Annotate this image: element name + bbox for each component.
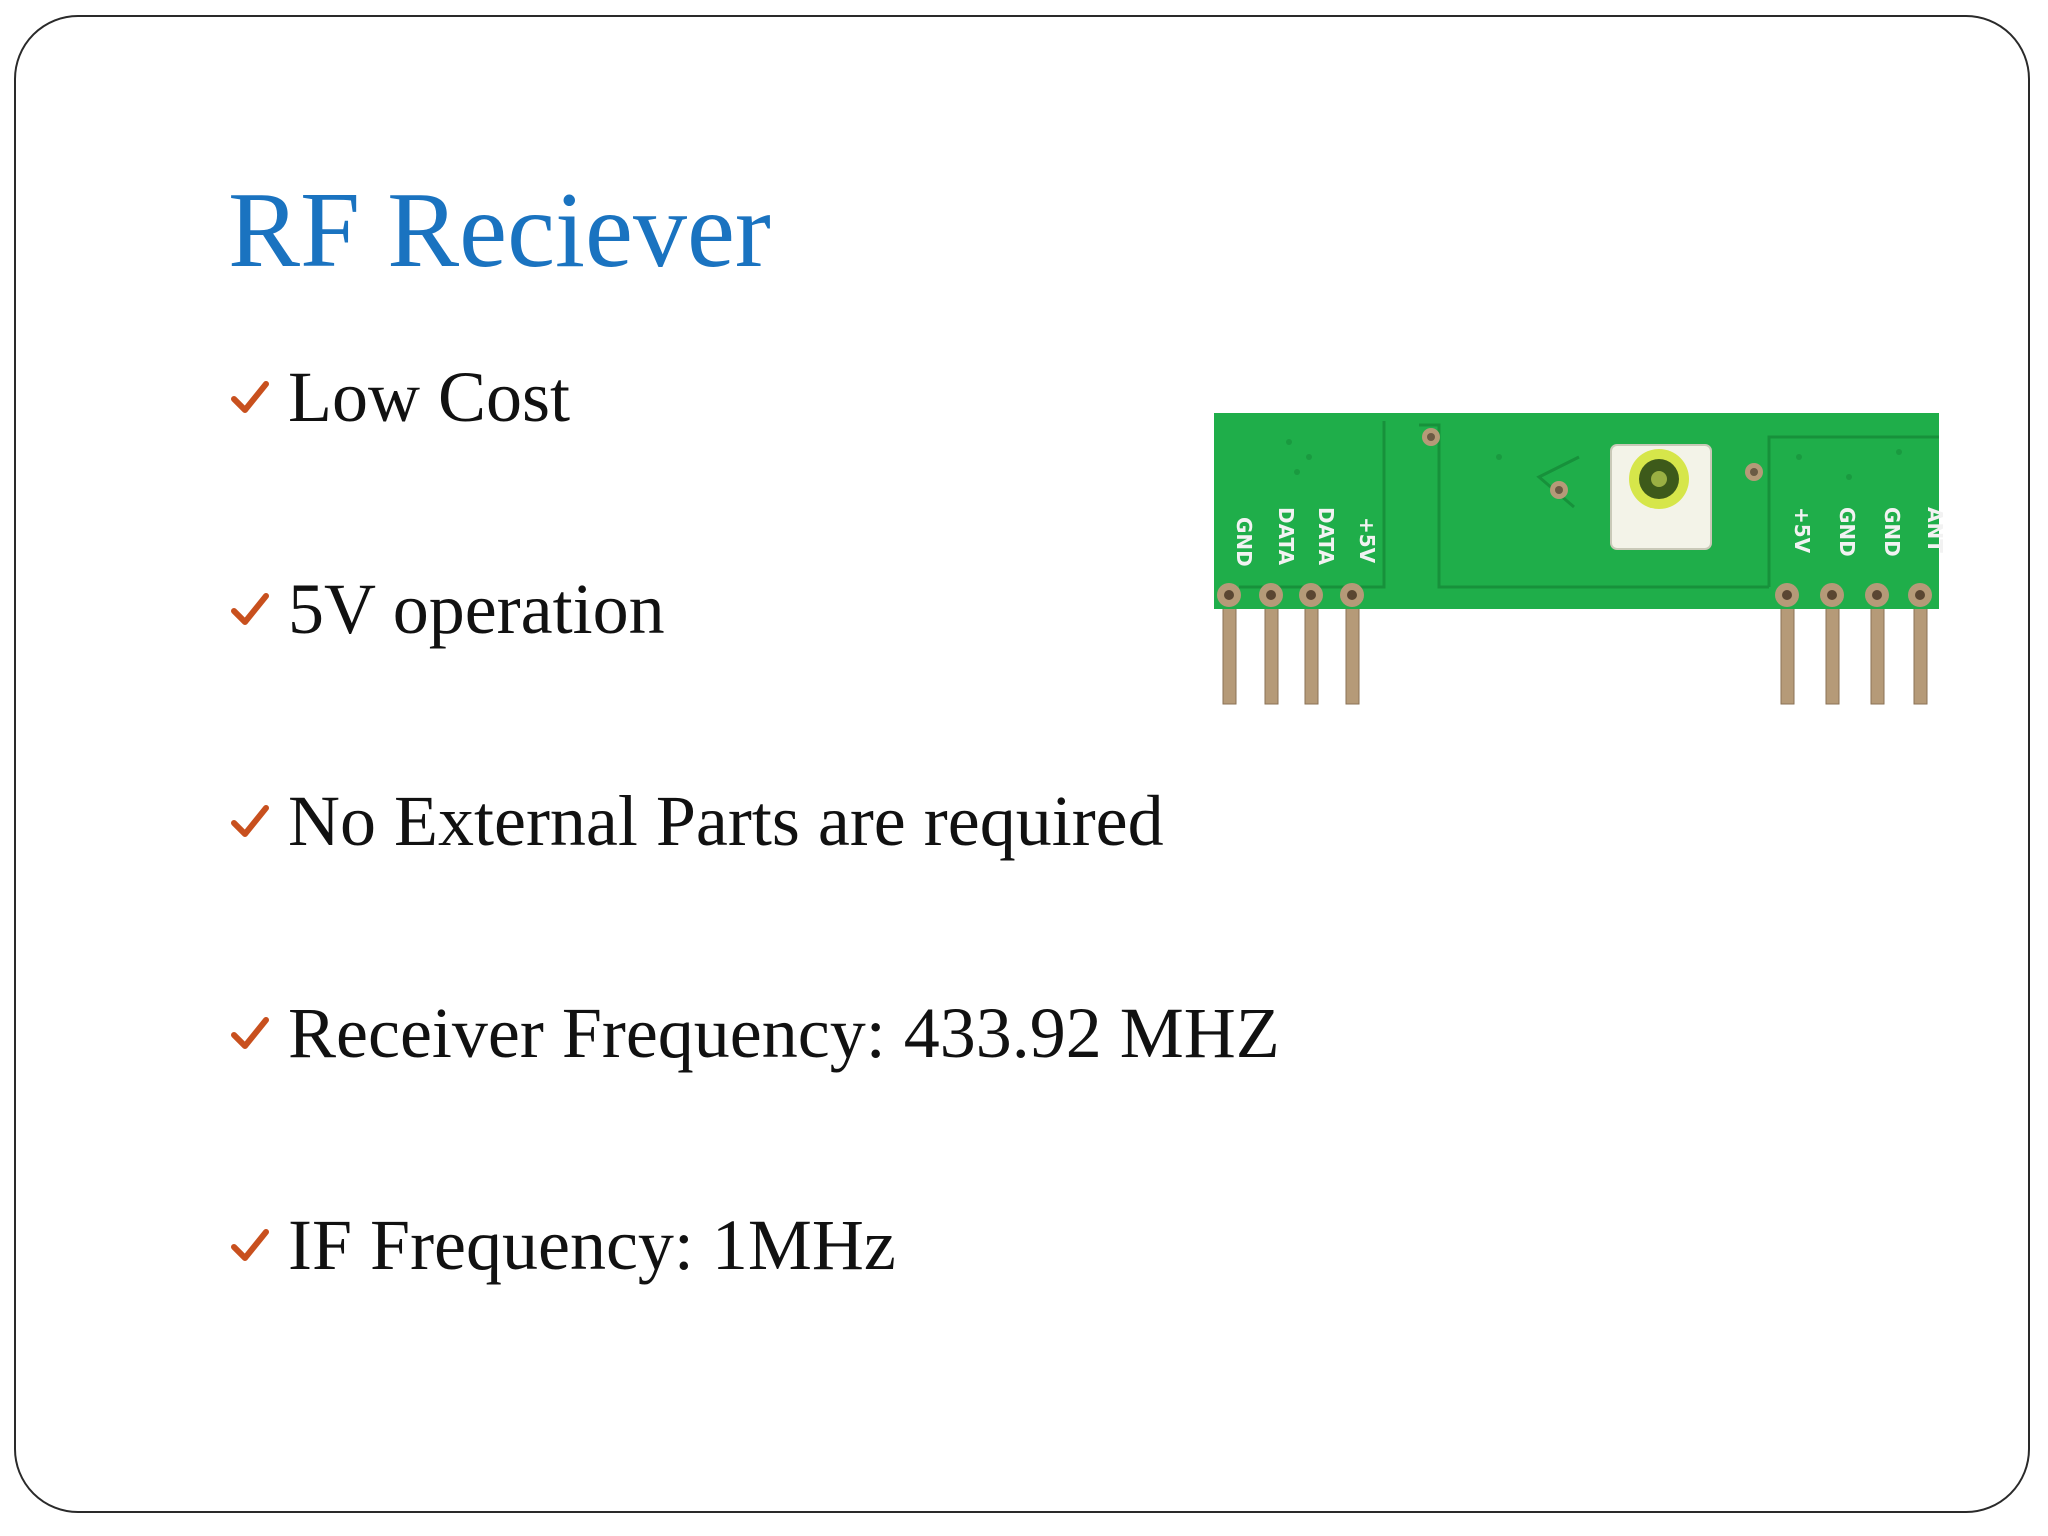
pcb-board: [1214, 413, 1939, 609]
pin-label: GND: [1232, 517, 1256, 567]
rf-receiver-module-image: GND DATA DATA +5V +5V GND GND ANT: [1214, 413, 1947, 705]
module-pins: [1222, 601, 1928, 705]
bullet-item: Receiver Frequency: 433.92 MHZ: [228, 993, 1280, 1073]
pin-label: +5V: [1790, 507, 1814, 554]
bullet-text: IF Frequency: 1MHz: [288, 1205, 896, 1285]
pin-label: ANT: [1923, 507, 1947, 553]
slide-title: RF Reciever: [228, 171, 771, 290]
slide: RF Reciever Low Cost 5V operation No Ext…: [14, 15, 2030, 1513]
bullet-item: No External Parts are required: [228, 781, 1164, 861]
bullet-item: Low Cost: [228, 357, 570, 437]
bullet-text: Receiver Frequency: 433.92 MHZ: [288, 993, 1280, 1073]
pin-label: GND: [1835, 507, 1859, 557]
bullet-item: 5V operation: [228, 569, 665, 649]
checkmark-icon: [231, 805, 269, 837]
checkmark-icon: [231, 593, 269, 625]
checkmark-icon: [231, 1017, 269, 1049]
checkmark-icon: [231, 1229, 269, 1261]
pin-pads: [1217, 583, 1932, 607]
coil-component: [1610, 444, 1712, 550]
checkmark-icon: [231, 381, 269, 413]
bullet-text: 5V operation: [288, 569, 665, 649]
pin-label: GND: [1880, 507, 1904, 557]
pin-label: +5V: [1355, 517, 1379, 564]
pin-label: DATA: [1314, 507, 1338, 566]
bullet-item: IF Frequency: 1MHz: [228, 1205, 896, 1285]
bullet-text: Low Cost: [288, 357, 571, 437]
pin-label: DATA: [1274, 507, 1298, 566]
bullet-text: No External Parts are required: [288, 781, 1164, 861]
